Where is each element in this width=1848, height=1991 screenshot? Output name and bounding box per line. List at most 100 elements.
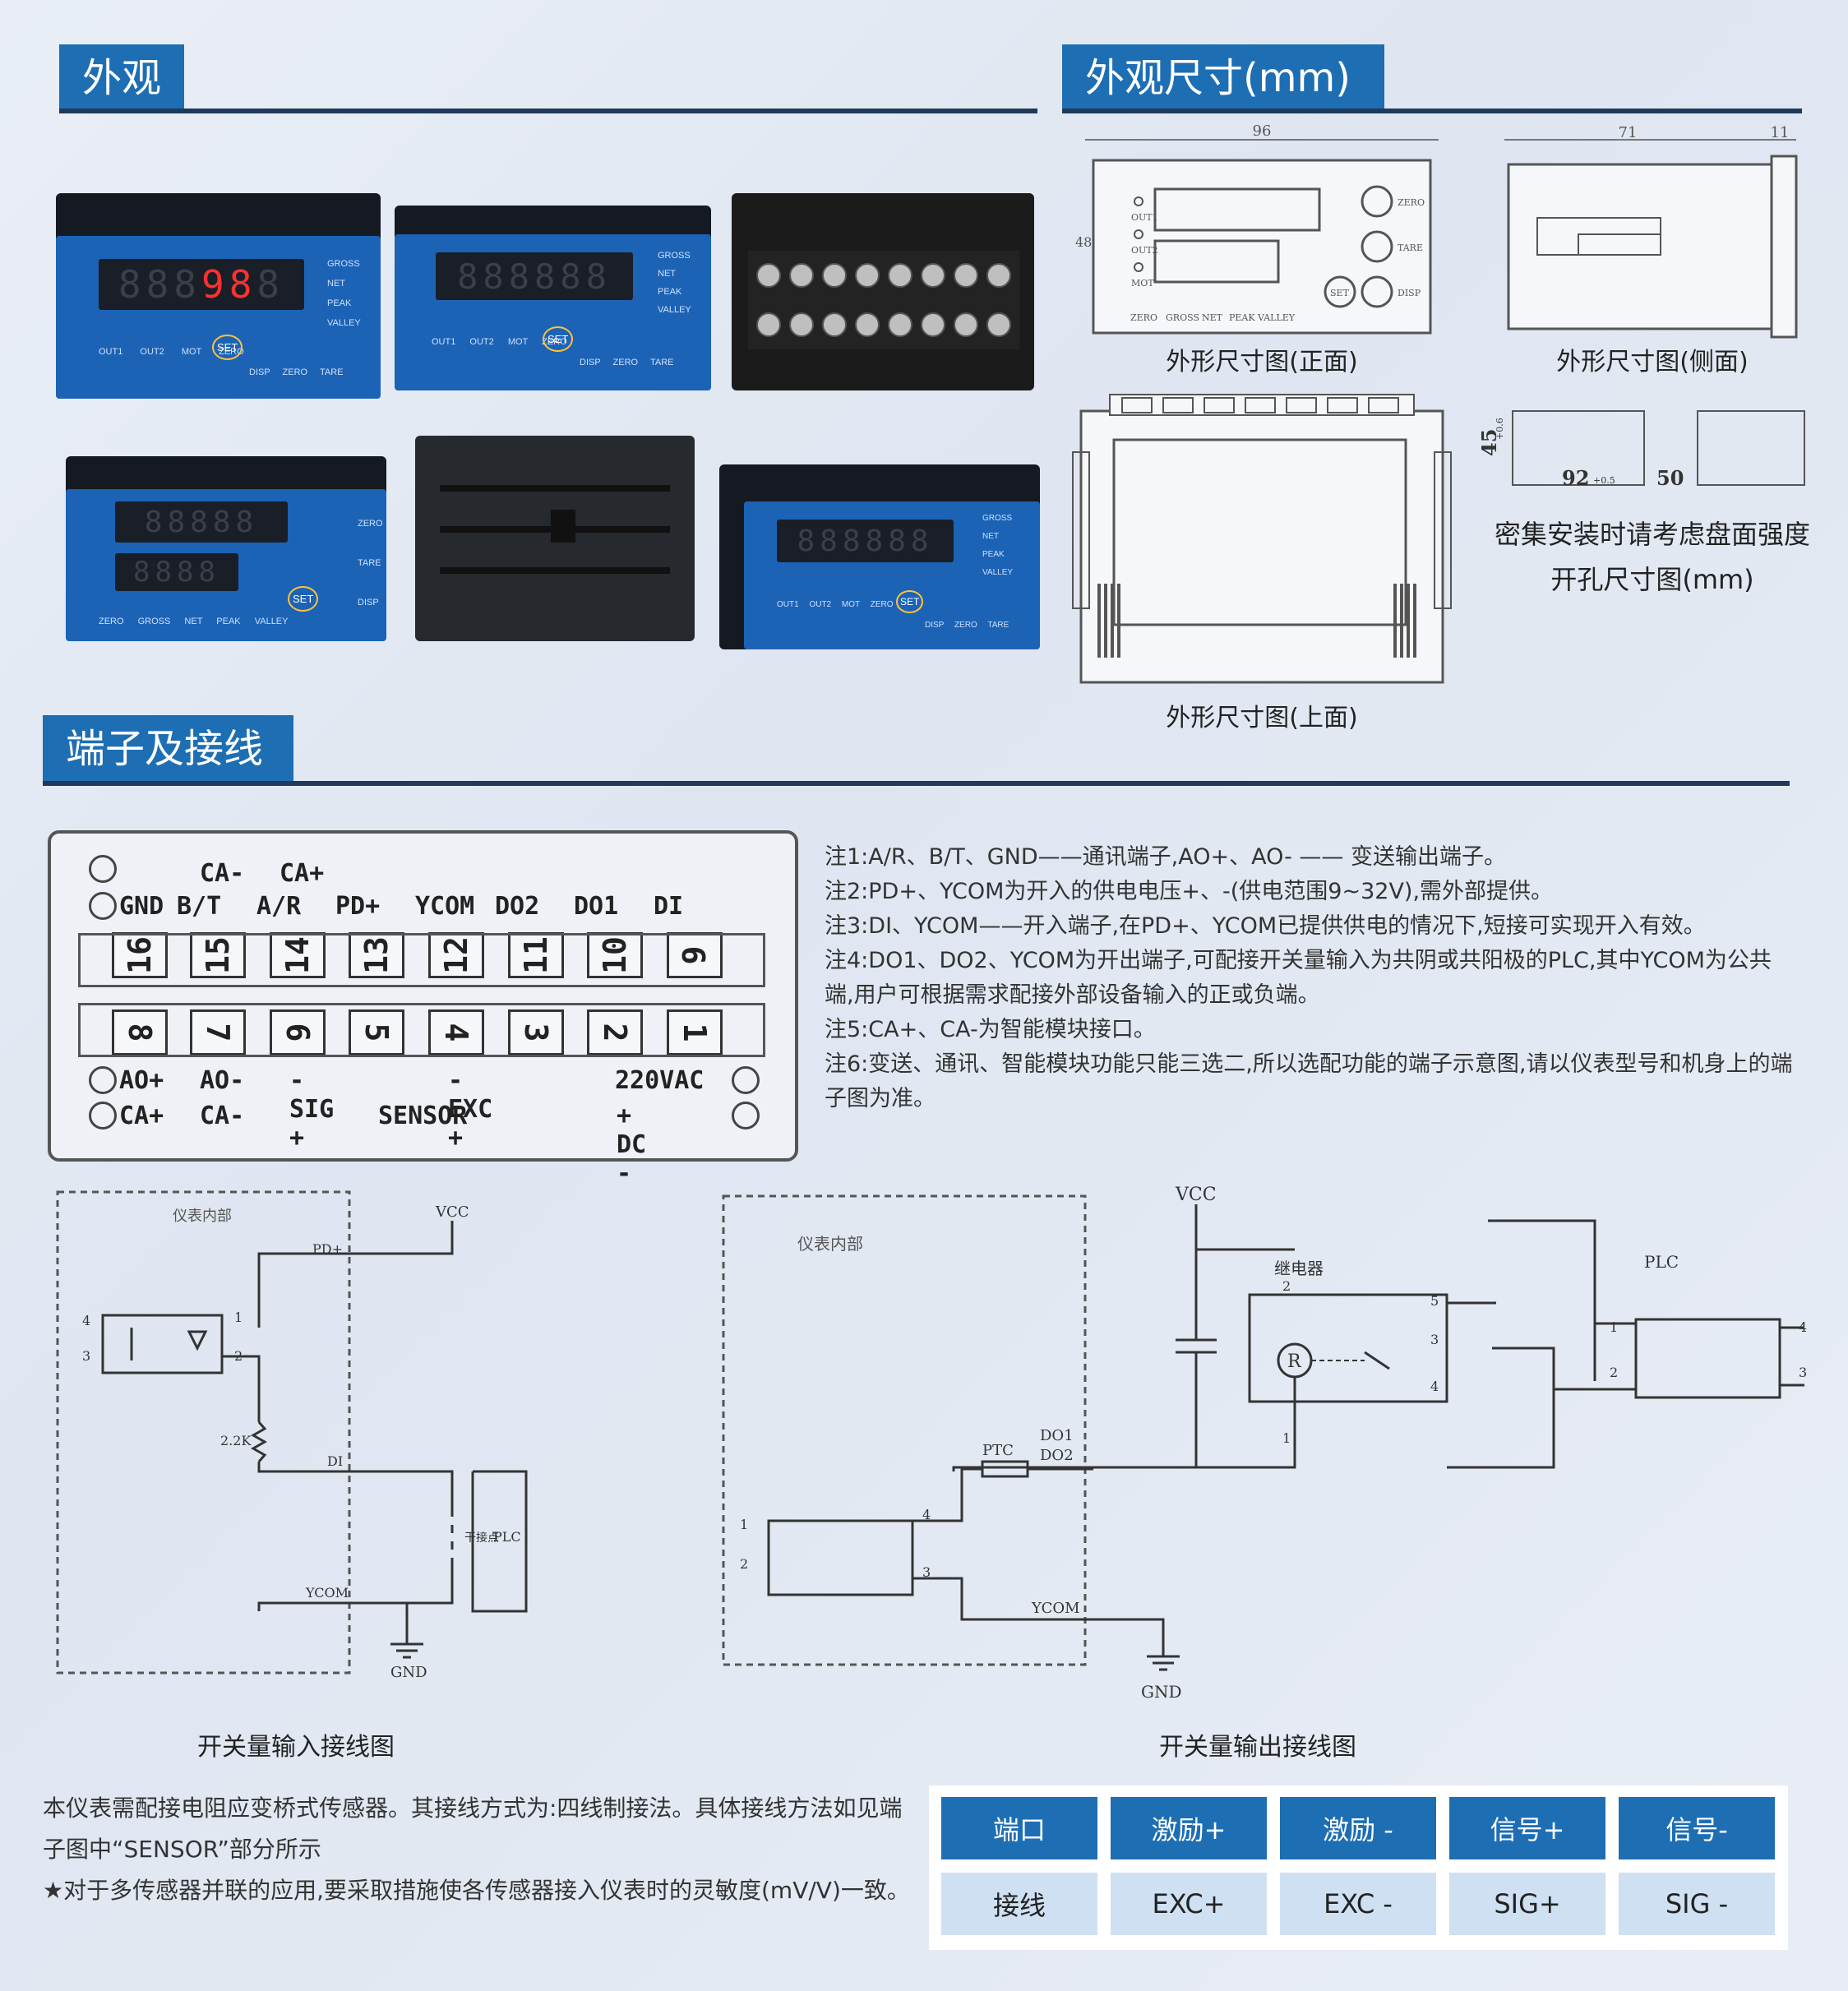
wiring-table: 端口 激励+ 激励 - 信号+ 信号- 接线 EXC+ EXC - SIG+ S… [929, 1785, 1788, 1950]
terminal-screw-icon [855, 263, 880, 288]
svg-text:R: R [1287, 1351, 1302, 1372]
dim-drawing-top [1072, 394, 1452, 684]
caption-side: 外形尺寸图(侧面) [1556, 348, 1749, 376]
svg-text:PEAK: PEAK [1229, 312, 1255, 323]
svg-text:92: 92 [1562, 466, 1589, 490]
svg-text:5: 5 [1430, 1293, 1439, 1309]
vent-slot [1413, 584, 1416, 658]
svg-text:4: 4 [922, 1507, 931, 1522]
svg-text:OUT1: OUT1 [1131, 212, 1158, 223]
table-cell-wiring: 接线 [941, 1873, 1097, 1935]
terminal-connector-circle [732, 1102, 760, 1129]
terminal-label-dc: + DC - [617, 1102, 647, 1188]
device-4-set-key: SET [896, 590, 924, 613]
terminal-screw-icon [921, 312, 945, 337]
table-header-port: 端口 [941, 1797, 1097, 1859]
terminal-label-sig: - SIG + [289, 1066, 335, 1153]
vent-slot [1393, 584, 1397, 658]
terminal-slot [1286, 397, 1317, 413]
terminal-slot [1327, 397, 1358, 413]
section-title-dimensions: 外观尺寸(mm) [1062, 44, 1384, 112]
device-2-set-key: SET [543, 326, 574, 352]
dim-drawing-side: 71 11 [1504, 124, 1798, 339]
caption-input-diagram: 开关量输入接线图 [197, 1733, 395, 1762]
svg-text:OUT2: OUT2 [1131, 245, 1158, 256]
svg-text:PLC: PLC [493, 1529, 521, 1545]
terminal-screw-icon [954, 263, 978, 288]
terminal-connector-circle [89, 1102, 117, 1129]
table-cell-sig-minus: SIG - [1619, 1873, 1775, 1935]
vent-slot [1111, 584, 1114, 658]
input-wiring-diagram: 仪表内部 VCC PD+ 4 3 1 2 2.2K DI 干接点 YCOM GN… [56, 1190, 528, 1681]
terminal-screw-icon [986, 263, 1011, 288]
svg-text:继电器: 继电器 [1274, 1259, 1324, 1278]
vent-slot [1407, 584, 1410, 658]
terminal-screw-icon [756, 263, 781, 288]
dim-drawing-front: 96 48 OUT1 OUT2 MOT ZERO GROSS NET PEAK … [1075, 122, 1439, 335]
terminal-screw-icon [822, 263, 847, 288]
terminal-label-top: DO2 [495, 892, 540, 921]
terminal-label-top: YCOM [415, 892, 475, 921]
svg-text:DI: DI [327, 1453, 343, 1469]
svg-text:GND: GND [390, 1664, 427, 1681]
svg-text:50: 50 [1656, 466, 1684, 490]
table-cell-exc-minus: EXC - [1280, 1873, 1436, 1935]
terminal-slot [1245, 397, 1276, 413]
svg-text:仪表内部: 仪表内部 [797, 1234, 863, 1254]
svg-text:DISP: DISP [1398, 288, 1421, 298]
svg-text:GROSS: GROSS [1166, 312, 1199, 323]
svg-text:11: 11 [1771, 124, 1790, 141]
svg-text:4: 4 [1430, 1379, 1439, 1394]
terminal-slot [1204, 397, 1235, 413]
svg-text:MOT: MOT [1131, 278, 1154, 289]
sensor-note: 本仪表需配接电阻应变桥式传感器。其接线方式为:四线制接法。具体接线方法如见端子图… [43, 1795, 903, 1863]
terminal-screw-icon [921, 263, 945, 288]
note-5: 注5:CA+、CA-为智能模块接口。 [825, 1017, 1156, 1042]
terminal-label-top: GND [119, 892, 164, 921]
sensor-wiring-text: 本仪表需配接电阻应变桥式传感器。其接线方式为:四线制接法。具体接线方法如见端子图… [43, 1788, 914, 1911]
svg-text:3: 3 [1799, 1365, 1807, 1380]
terminal-label-ca-minus: CA- [200, 859, 245, 888]
svg-text:2.2K: 2.2K [220, 1433, 252, 1448]
terminal-screw-icon [888, 312, 912, 337]
terminal-label-exc: - EXC + [448, 1066, 493, 1153]
caption-output-diagram: 开关量输出接线图 [1159, 1733, 1356, 1762]
table-header-sig-minus: 信号- [1619, 1797, 1775, 1859]
svg-text:1: 1 [740, 1517, 748, 1532]
note-2: 注2:PD+、YCOM为开入的供电电压+、-(供电范围9~32V),需外部提供。 [825, 879, 1554, 904]
svg-text:VCC: VCC [1175, 1185, 1217, 1205]
terminal-screw-icon [822, 312, 847, 337]
terminal-screw-icon [986, 312, 1011, 337]
svg-text:ZERO: ZERO [1398, 197, 1425, 208]
terminal-slot [1368, 397, 1399, 413]
output-wiring-diagram: 仪表内部 VCC 继电器 R 2 5 3 4 1 PTC DO1 DO2 1 2… [722, 1185, 1807, 1702]
svg-text:PTC: PTC [982, 1442, 1014, 1459]
terminal-screw-icon [954, 312, 978, 337]
terminal-notes: 注1:A/R、B/T、GND——通讯端子,AO+、AO- —— 变送输出端子。 … [825, 840, 1795, 1116]
terminal-label-ao-plus: AO+ [119, 1066, 164, 1095]
table-cell-exc-plus: EXC+ [1111, 1873, 1267, 1935]
svg-text:VALLEY: VALLEY [1257, 312, 1296, 323]
svg-text:+0.5: +0.5 [1593, 475, 1615, 486]
svg-text:DO1: DO1 [1040, 1427, 1074, 1444]
terminal-connector-circle [89, 892, 117, 920]
svg-text:1: 1 [234, 1310, 243, 1325]
svg-text:2: 2 [740, 1556, 748, 1572]
terminal-screw-icon [888, 263, 912, 288]
cutout-note: 密集安装时请考虑盘面强度 [1494, 519, 1810, 550]
terminal-row-frame-top [78, 933, 765, 987]
svg-text:71: 71 [1619, 124, 1638, 141]
vent-slot [1117, 584, 1120, 658]
svg-text:仪表内部: 仪表内部 [173, 1208, 232, 1225]
note-3: 注3:DI、YCOM——开入端子,在PD+、YCOM已提供供电的情况下,短接可实… [825, 913, 1706, 939]
terminal-label-top: DO1 [574, 892, 619, 921]
vent-slot [1400, 584, 1403, 658]
svg-text:YCOM: YCOM [305, 1585, 349, 1601]
terminal-connector-circle [89, 855, 117, 883]
